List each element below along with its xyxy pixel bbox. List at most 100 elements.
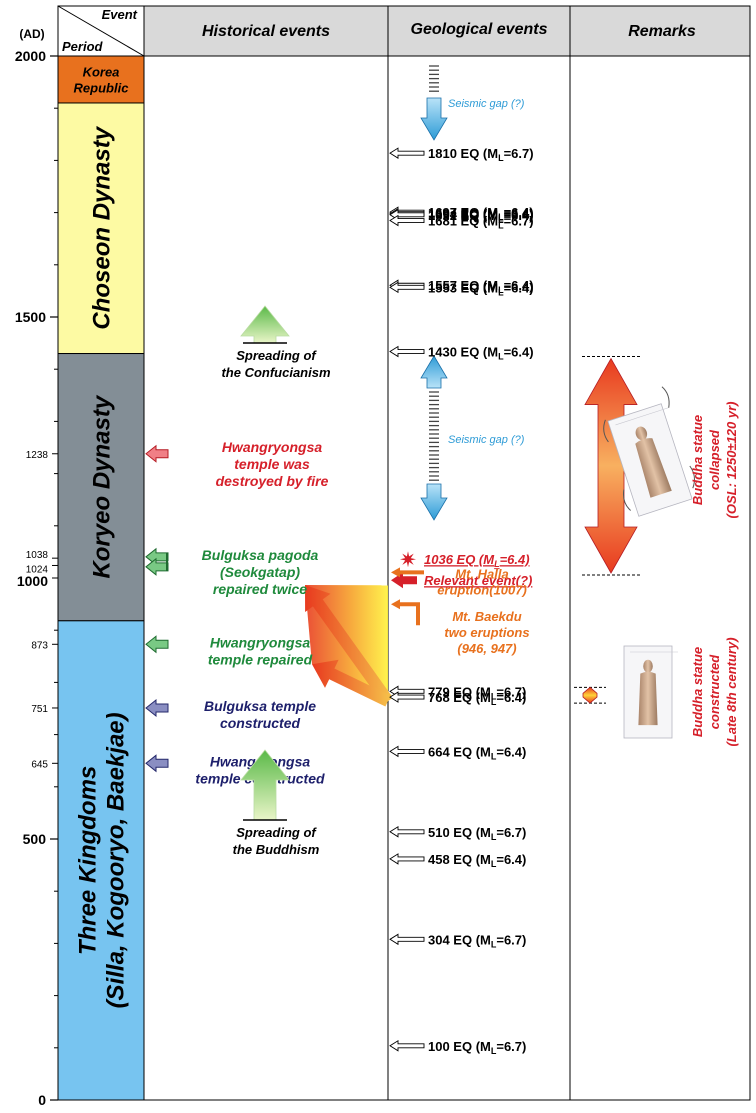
hist-event-2-line-3: repaired twice: [213, 581, 307, 597]
hist-event-2-line-1: Bulguksa pagoda: [202, 547, 319, 563]
buddha-collapsed-icon: [603, 386, 695, 517]
buddha-collapsed-icon-case-edge: [615, 407, 669, 426]
eq-label-9: 779 EQ (ML=6.7): [428, 684, 526, 701]
period-label-1-line-2: Republic: [74, 80, 130, 95]
header-corner-event: Event: [102, 7, 138, 22]
eq-label-11: 664 EQ (ML=6.4): [428, 744, 526, 761]
key-quake-burst-icon: [400, 551, 416, 568]
eruption-1-line-2: eruption(1007): [437, 582, 527, 597]
axis-event-label-7: 1238: [26, 450, 49, 461]
hist-event-3-line-1: Hwangryongsa: [210, 634, 311, 650]
buddha-collapsed-shake-2: [689, 465, 695, 489]
header-geological-events: Geological events: [411, 21, 548, 38]
buddha-constructed-icon: [623, 645, 678, 739]
remark-1-line-3: (OSL: 1250±120 yr): [724, 402, 739, 519]
axis-event-label-4: 1000: [17, 573, 48, 589]
eq-label-12: 510 EQ (ML=6.7): [428, 825, 526, 842]
eq-label-8: 1430 EQ (ML=6.4): [428, 345, 534, 362]
axis-event-label-1: 645: [31, 759, 48, 770]
gap-2-arrow-down: [420, 483, 448, 521]
period-label-4-line-2: (Silla, Kogooryo, Baekjae): [102, 712, 129, 1008]
influence-arrows: [305, 585, 393, 707]
period-label-3-line-1: Koryeo Dynasty: [88, 394, 115, 578]
seismic-gaps: Seismic gap (?)Seismic gap (?): [420, 65, 525, 521]
earthquake-list: 1810 EQ (ML=6.7)1697 EQ (ML=6.4)1694 EQ …: [389, 146, 534, 1056]
eq-label-10: 768 EQ (ML=6.4): [428, 690, 526, 707]
period-label-1-line-1: Korea: [83, 64, 120, 79]
period-label-2-line-1: Choseon Dynasty: [88, 125, 115, 329]
spreading-label-2-line-1: Spreading of: [236, 825, 317, 840]
header-historical-events: Historical events: [202, 23, 330, 40]
axis-major-label-4: 2000: [15, 48, 46, 64]
period-band-4: [57, 620, 145, 1101]
eruption-2-arrow: [391, 599, 420, 626]
eq-label-7: 1553 EQ (ML=6.4): [428, 280, 534, 297]
hist-event-arrow-3: [145, 635, 169, 654]
eruption-2-line-2: two eruptions: [444, 625, 529, 640]
eq-label-13: 458 EQ (ML=6.4): [428, 852, 526, 869]
eq-label-4: 1692 EQ (ML=6.4): [428, 208, 534, 225]
hist-event-1-line-1: Hwangryongsa: [222, 439, 323, 455]
header-remarks: Remarks: [628, 23, 696, 40]
buddha-collapsed-shake-3: [623, 489, 631, 511]
spreading-label-2-line-2: the Buddhism: [233, 842, 320, 857]
period-band-2: [57, 102, 145, 355]
eq-label-3: 1694 EQ (ML=6.4): [428, 207, 534, 224]
period-label-4-line-1: Three Kingdoms: [74, 766, 101, 955]
key-quake-label: 1036 EQ (ML=6.4): [424, 552, 530, 569]
hist-event-1-line-2: temple was: [234, 456, 310, 472]
hist-event-4-line-2: constructed: [220, 715, 301, 731]
hist-event-4-line-1: Bulguksa temple: [204, 698, 316, 714]
header-corner-diagonal: [57, 5, 145, 57]
buddha-constructed-icon-head: [643, 659, 653, 673]
axis-event-label-5: 1024: [26, 564, 49, 575]
remark-2-arrow: [582, 686, 598, 704]
influence-arrow-hwangryongsa: [312, 659, 391, 707]
eruption-1-arrow: [391, 567, 424, 578]
key-quake: 1036 EQ (ML=6.4) Relevant event(?): [391, 551, 532, 589]
period-label-2: Choseon Dynasty: [88, 125, 115, 329]
eq-label-14: 304 EQ (ML=6.7): [428, 932, 526, 949]
gap-2-label: Seismic gap (?): [448, 434, 525, 446]
eq-label-6: 1557 EQ (ML=6.4): [428, 278, 534, 295]
period-band-1: [57, 55, 145, 104]
header-corner-period: Period: [62, 39, 104, 54]
remark-1-line-2: collapsed: [707, 429, 722, 490]
remark-2-line-3: (Late 8th century): [724, 637, 739, 746]
remark-1-line-1: Buddha statue: [690, 415, 705, 505]
axis-event-label-3: 873: [31, 640, 48, 651]
hist-event-1-line-3: destroyed by fire: [216, 473, 329, 489]
period-label-3: Koryeo Dynasty: [88, 394, 115, 578]
relevant-event-arrow: [391, 572, 417, 589]
buddha-collapsed-icon-body: [635, 438, 672, 498]
hist-event-3-line-2: temple repaired: [208, 651, 313, 667]
eruption-1-line-1: Mt. Halla: [455, 566, 508, 581]
eq-arrow-11: [389, 745, 425, 758]
hist-event-arrow-1: [145, 444, 169, 463]
buddha-constructed-icon-body: [638, 671, 658, 726]
eq-arrow-13: [389, 853, 425, 865]
relevant-event-label: Relevant event(?): [424, 573, 532, 588]
axis-event-label-6: 1038: [26, 550, 49, 561]
eq-arrow-7: [389, 281, 425, 294]
buddha-collapsed-shake-4: [661, 386, 670, 408]
eq-arrow-5: [389, 214, 425, 227]
hist-event-arrow-4: [145, 698, 169, 718]
eruption-2-line-1: Mt. Baekdu: [452, 609, 521, 624]
spreading-arrow-1: [240, 305, 290, 344]
eq-arrow-8: [389, 345, 425, 358]
eruption-2-line-3: (946, 947): [457, 641, 516, 656]
axis-major-label-3: 1500: [15, 309, 46, 325]
gap-1-arrow: [420, 97, 448, 141]
remark-1-double-arrow: [584, 357, 638, 574]
buddha-collapsed-icon-head: [635, 426, 648, 441]
